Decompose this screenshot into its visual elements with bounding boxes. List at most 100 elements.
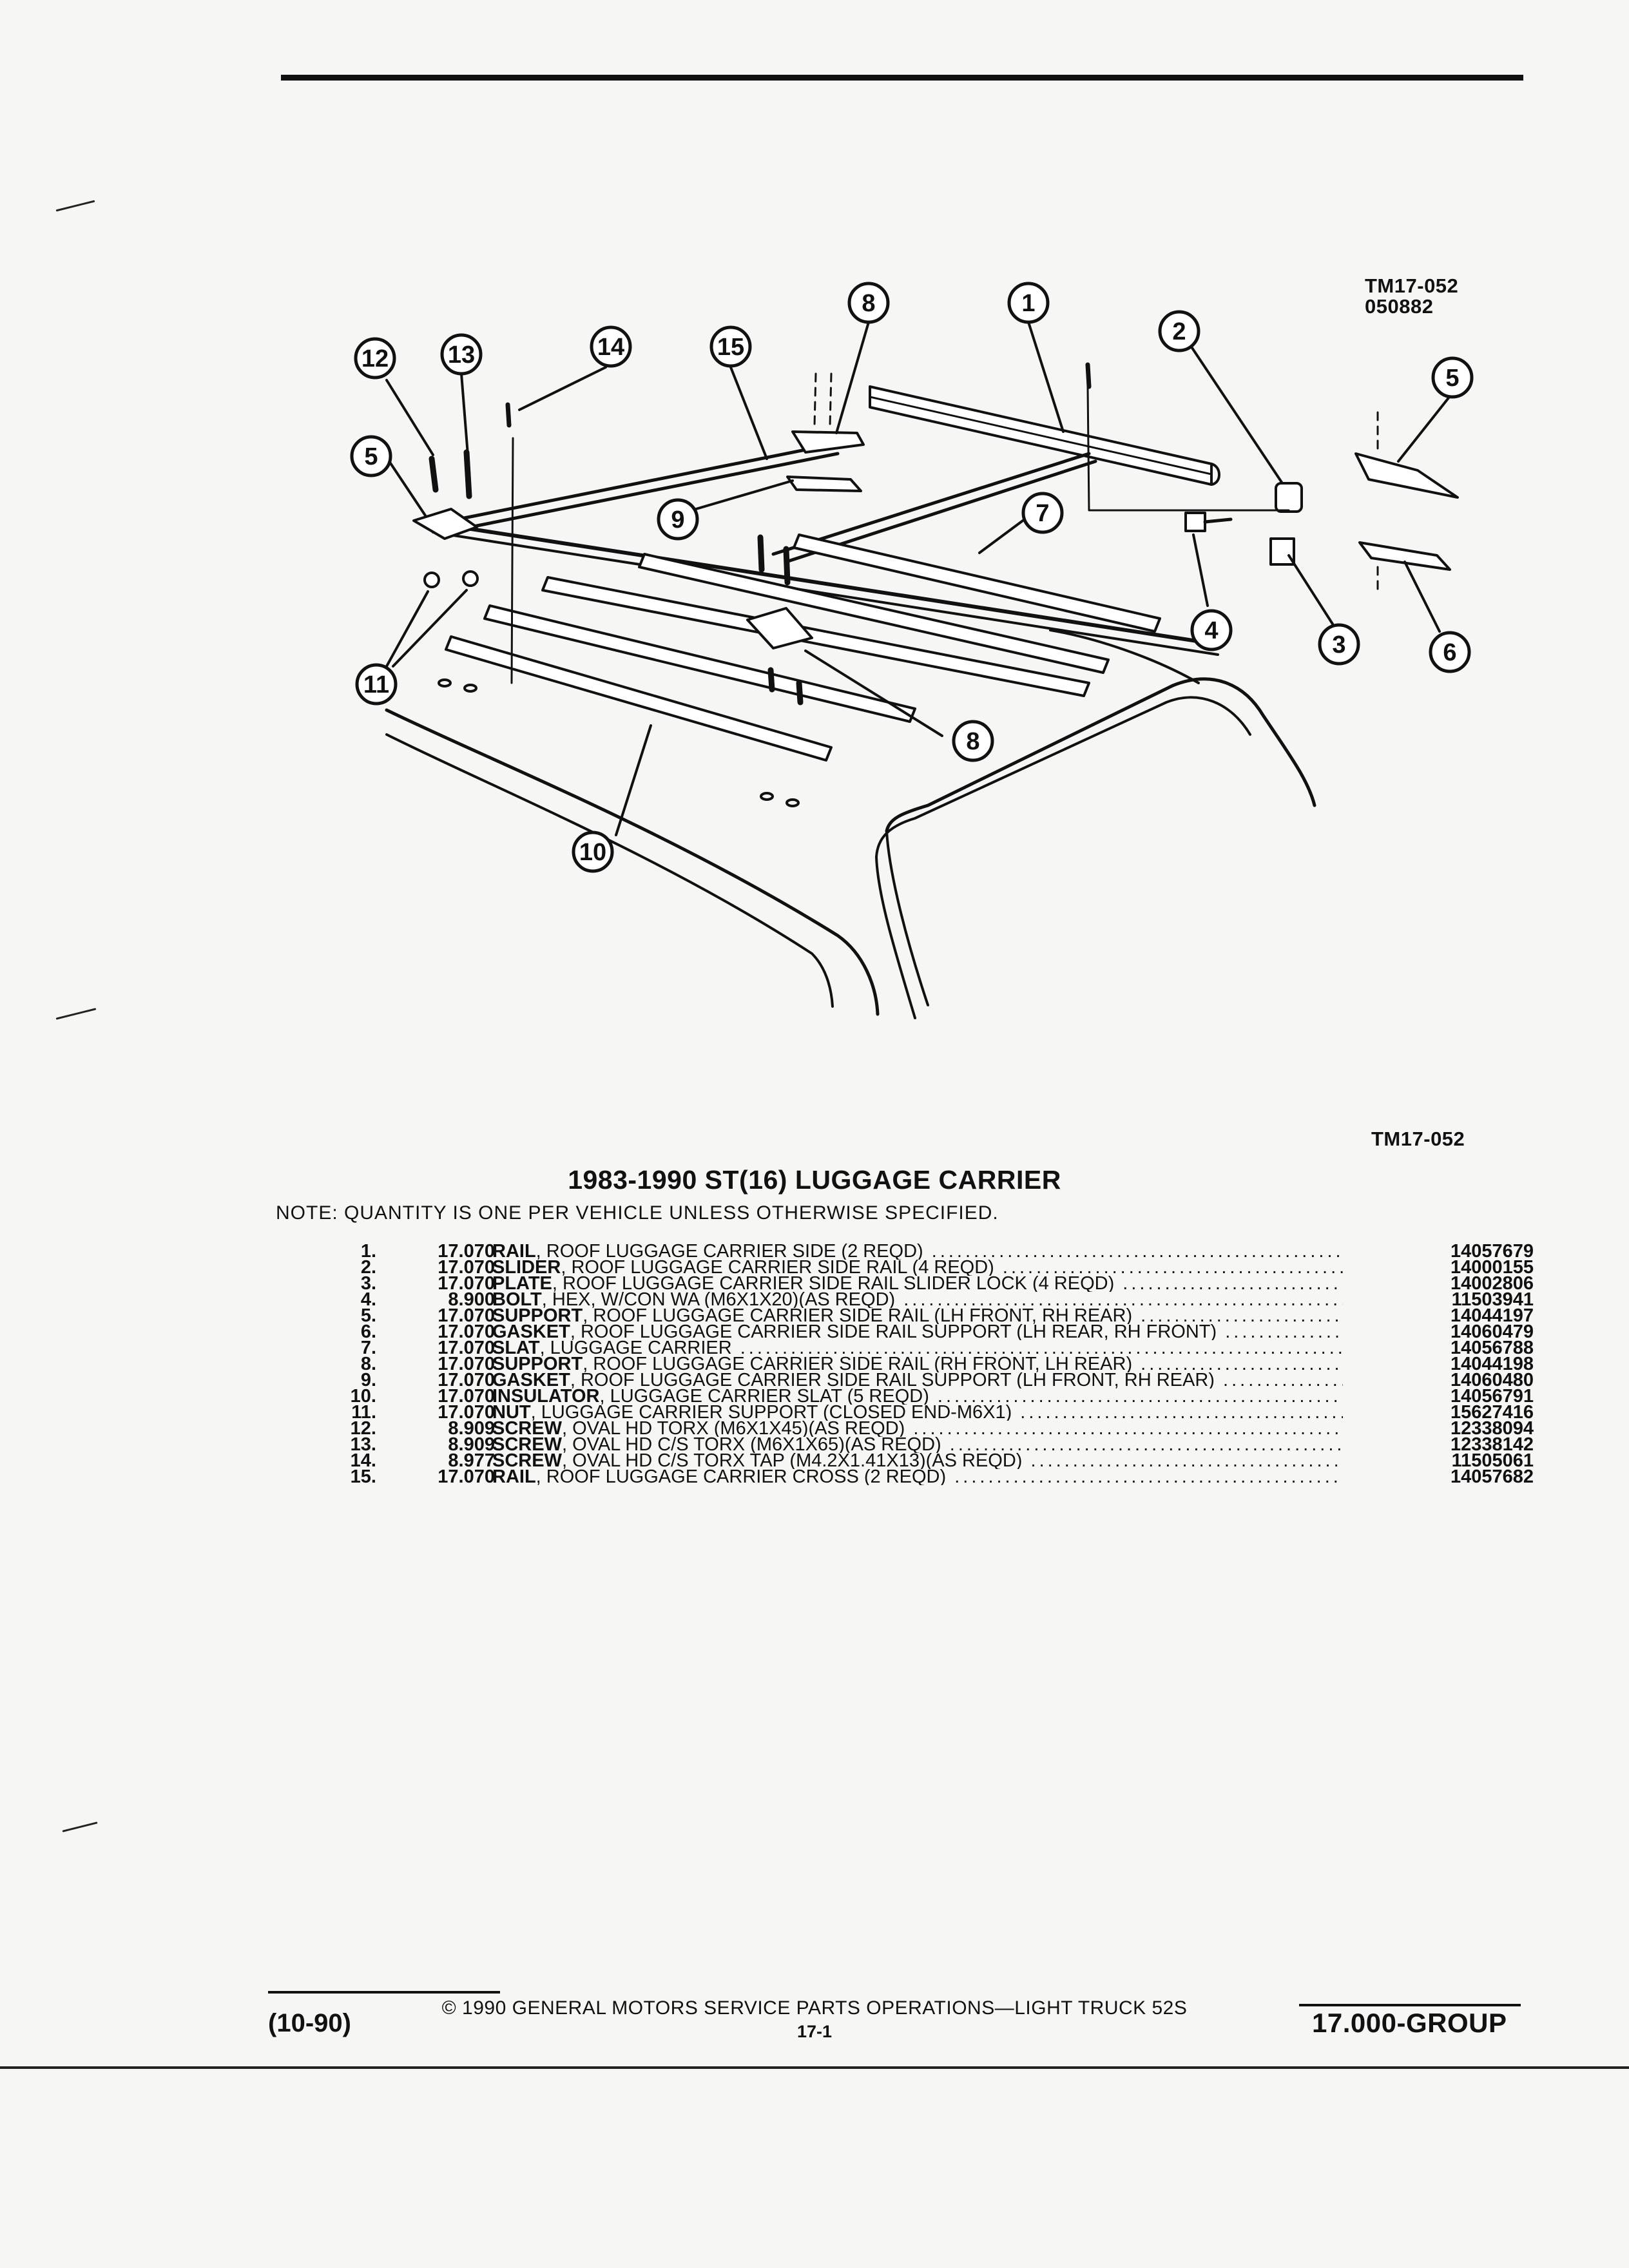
callout-number: 8 — [966, 728, 979, 755]
part-description: RAIL, ROOF LUGGAGE CARRIER CROSS (2 REQD… — [492, 1469, 1343, 1485]
part-group-code: 8.900 — [448, 1289, 495, 1310]
dot-leader: ........................................… — [1123, 1276, 1343, 1292]
callout-number: 13 — [448, 341, 475, 369]
part-name: SLIDER — [492, 1260, 561, 1276]
bottom-rule — [0, 2066, 1629, 2069]
part-group-code: 17.070 — [438, 1257, 495, 1278]
part-name: PLATE — [492, 1276, 552, 1292]
tm-code-line: TM17-052 — [1365, 274, 1459, 297]
part-detail: , ROOF LUGGAGE CARRIER SIDE RAIL (LH FRO… — [583, 1308, 1133, 1324]
part-number-index: 7. — [360, 1338, 376, 1358]
callout-number: 5 — [1445, 365, 1459, 392]
dot-leader: ........................................… — [1020, 1405, 1343, 1421]
part-detail: , OVAL HD C/S TORX TAP (M4.2X1.41X13)(AS… — [561, 1453, 1023, 1469]
part-description: BOLT, HEX, W/CON WA (M6X1X20)(AS REQD) .… — [492, 1292, 1343, 1308]
callout-balloon — [1007, 282, 1050, 324]
part-group-code: 8.909 — [448, 1434, 495, 1455]
margin-mark — [62, 1821, 98, 1832]
part-detail: , ROOF LUGGAGE CARRIER SIDE RAIL SUPPORT… — [570, 1372, 1215, 1389]
callout-balloon — [1158, 310, 1200, 352]
part-number-index: 8. — [360, 1354, 376, 1374]
part-name: SUPPORT — [492, 1308, 583, 1324]
footer-rule-right — [1299, 2004, 1521, 2006]
dot-leader: ........................................… — [949, 1437, 1343, 1453]
part-number: 14056791 — [1450, 1386, 1534, 1407]
callout-number: 8 — [862, 290, 875, 317]
dot-leader: ........................................… — [1002, 1260, 1343, 1276]
dot-leader: ........................................… — [903, 1292, 1343, 1308]
part-number: 14057679 — [1450, 1241, 1534, 1262]
callout-balloon — [1429, 631, 1471, 673]
tm-code-top: TM17-052 050882 — [1365, 276, 1458, 317]
callout-number: 3 — [1332, 631, 1345, 658]
part-number-index: 15. — [350, 1466, 376, 1487]
part-detail: , ROOF LUGGAGE CARRIER SIDE RAIL SUPPORT… — [570, 1324, 1217, 1340]
part-name: INSULATOR — [492, 1389, 600, 1405]
part-name: SUPPORT — [492, 1356, 583, 1372]
callout-number: 9 — [671, 506, 684, 533]
part-description: INSULATOR, LUGGAGE CARRIER SLAT (5 REQD)… — [492, 1389, 1343, 1405]
part-number-index: 9. — [360, 1370, 376, 1390]
part-group-code: 17.070 — [438, 1241, 495, 1262]
tm-code-line: 050882 — [1365, 295, 1434, 318]
part-description: SCREW, OVAL HD TORX (M6X1X45)(AS REQD) .… — [492, 1421, 1343, 1437]
part-number-index: 4. — [360, 1289, 376, 1310]
callout-number: 7 — [1036, 500, 1049, 527]
part-name: BOLT — [492, 1292, 542, 1308]
tm-code-bottom: TM17-052 — [1371, 1128, 1465, 1150]
top-rule — [281, 75, 1523, 81]
callout-number: 14 — [597, 334, 624, 361]
part-name: RAIL — [492, 1244, 536, 1260]
callout-balloon — [1021, 492, 1064, 534]
part-group-code: 17.070 — [438, 1402, 495, 1423]
footer-group: 17.000-GROUP — [1312, 2008, 1507, 2038]
part-name: GASKET — [492, 1372, 570, 1389]
part-group-code: 8.977 — [448, 1450, 495, 1471]
callout-number: 10 — [579, 839, 606, 866]
part-detail: , LUGGAGE CARRIER SLAT (5 REQD) — [599, 1389, 929, 1405]
callout-balloon — [709, 325, 752, 368]
part-description: SUPPORT, ROOF LUGGAGE CARRIER SIDE RAIL … — [492, 1356, 1343, 1372]
part-description: SCREW, OVAL HD C/S TORX TAP (M4.2X1.41X1… — [492, 1453, 1343, 1469]
callout-balloon — [1318, 623, 1360, 666]
dot-leader: ........................................… — [1030, 1453, 1344, 1469]
part-name: GASKET — [492, 1324, 570, 1340]
footer-rule-left — [268, 1991, 500, 1994]
part-name: NUT — [492, 1405, 531, 1421]
part-number: 11505061 — [1451, 1450, 1534, 1471]
footer-page-number: 17-1 — [796, 2022, 833, 2041]
part-detail: , ROOF LUGGAGE CARRIER SIDE RAIL SLIDER … — [552, 1276, 1115, 1292]
part-description: GASKET, ROOF LUGGAGE CARRIER SIDE RAIL S… — [492, 1324, 1343, 1340]
part-group-code: 17.070 — [438, 1305, 495, 1326]
part-number: 12338094 — [1450, 1418, 1534, 1439]
part-name: SCREW — [492, 1437, 562, 1453]
part-description: GASKET, ROOF LUGGAGE CARRIER SIDE RAIL S… — [492, 1372, 1343, 1389]
page-title: 1983-1990 ST(16) LUGGAGE CARRIER — [568, 1165, 1061, 1195]
part-number: 14056788 — [1450, 1338, 1534, 1358]
callout-number: 2 — [1172, 318, 1186, 345]
footer-copyright: © 1990 GENERAL MOTORS SERVICE PARTS OPER… — [441, 1997, 1188, 2019]
callout-balloon — [440, 333, 483, 376]
part-number: 14044198 — [1450, 1354, 1534, 1374]
callout-number: 15 — [717, 334, 744, 361]
part-number: 14060480 — [1450, 1370, 1534, 1390]
part-description: RAIL, ROOF LUGGAGE CARRIER SIDE (2 REQD)… — [492, 1244, 1343, 1260]
callout-number: 6 — [1443, 639, 1456, 666]
callout-balloon — [590, 325, 632, 368]
part-name: RAIL — [492, 1469, 536, 1485]
dot-leader: ........................................… — [954, 1469, 1343, 1485]
callout-number: 11 — [363, 671, 389, 698]
footer-date: (10-90) — [268, 2009, 351, 2037]
part-group-code: 17.070 — [438, 1321, 495, 1342]
